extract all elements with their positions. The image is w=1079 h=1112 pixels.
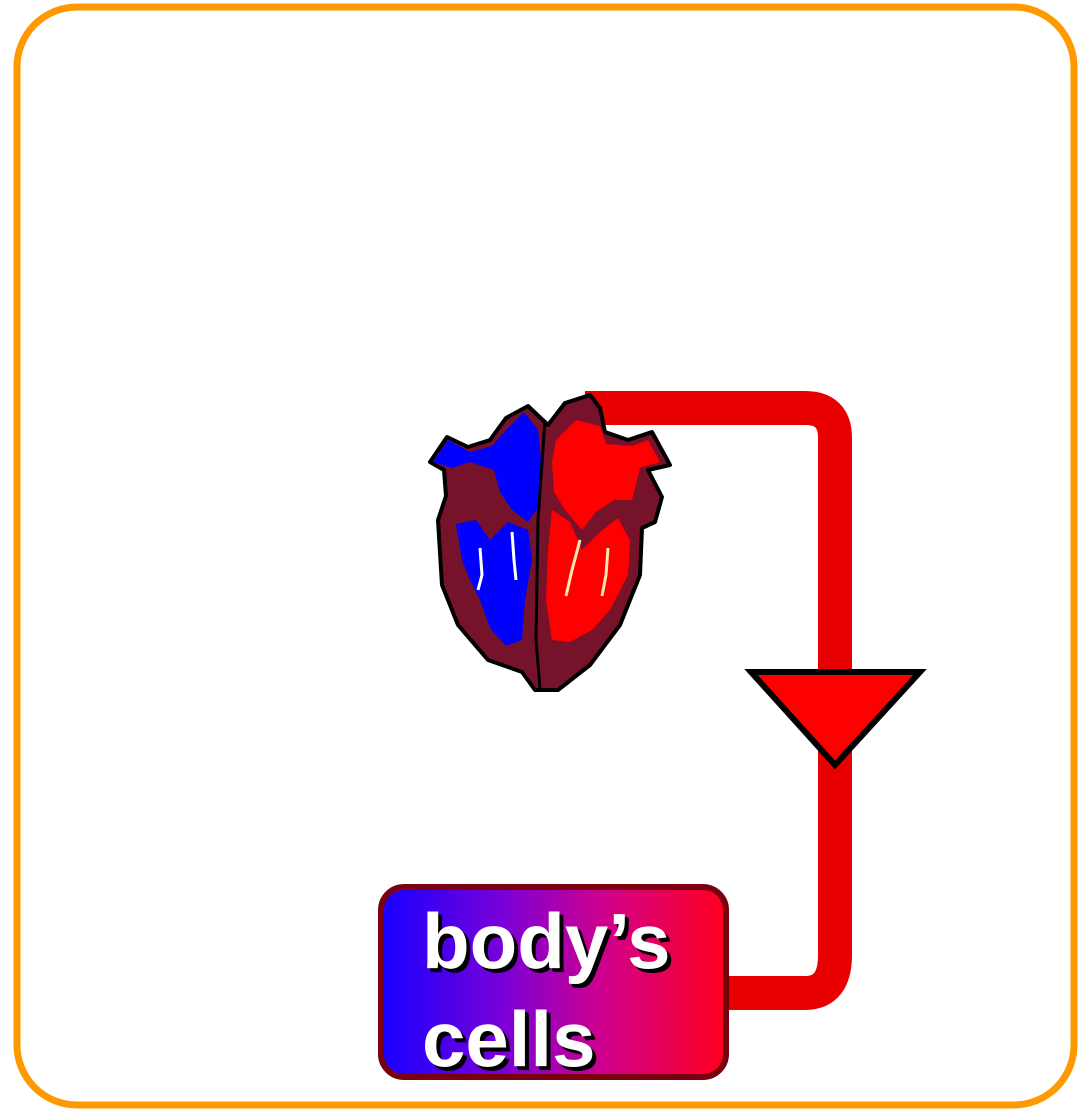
body-cells-label-line2: cells [422,1000,595,1078]
body-cells-label-line1: body’s [422,902,670,980]
body-cells-node: body’s cells [378,884,729,1080]
